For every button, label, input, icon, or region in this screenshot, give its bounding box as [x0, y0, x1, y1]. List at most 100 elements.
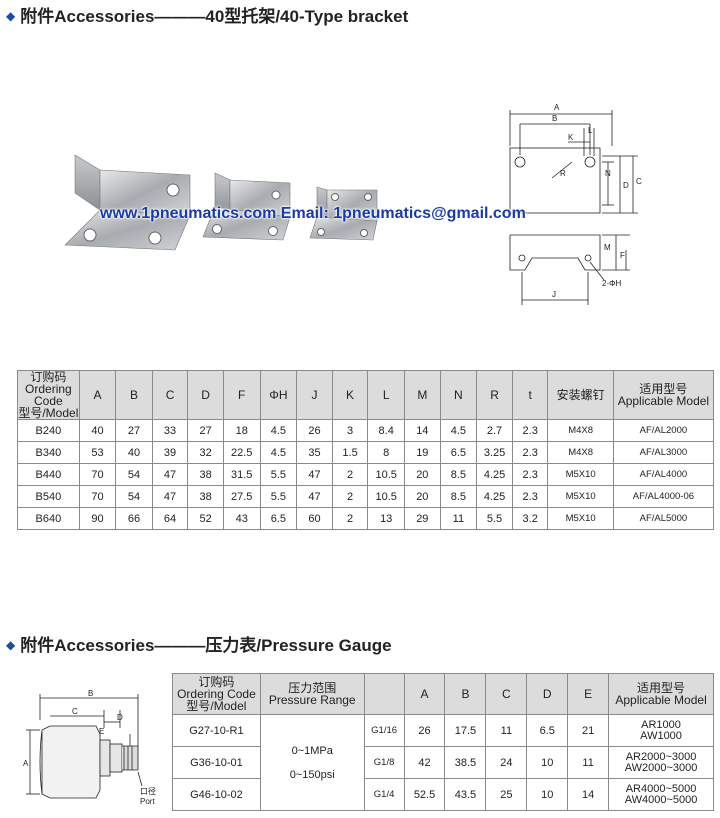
table-cell: 60	[296, 507, 333, 530]
table-cell: 43	[222, 507, 261, 530]
col-header: C	[151, 370, 189, 420]
table-cell: 4.5	[259, 419, 298, 442]
table-cell: 35	[296, 441, 333, 464]
table-cell: 13	[367, 507, 406, 530]
table-cell: 90	[78, 507, 117, 530]
table-cell: 38	[187, 485, 224, 508]
table-cell: 52	[187, 507, 224, 530]
dim-value: 38.5	[444, 746, 487, 779]
col-header: F	[222, 370, 261, 420]
table-cell: 6.5	[259, 507, 298, 530]
port-size: G1/8	[363, 746, 405, 779]
table-cell: 18	[222, 419, 261, 442]
ordering-code: B640	[17, 507, 80, 530]
table-cell: 22.5	[222, 441, 261, 464]
table-cell: 4.5	[259, 441, 298, 464]
dim-value: 42	[403, 746, 446, 779]
table-cell: 54	[115, 463, 153, 486]
col-header: 适用型号 Applicable Model	[612, 370, 715, 420]
diamond-bullet-icon: ◆	[6, 638, 16, 652]
table-cell: 26	[296, 419, 333, 442]
col-header: B	[444, 673, 487, 715]
col-header: 压力范围 Pressure Range	[259, 673, 365, 715]
ordering-code: G46-10-02	[172, 778, 261, 811]
table-cell: M4X8	[547, 441, 614, 464]
dim-value: 43.5	[444, 778, 487, 811]
table-cell: 29	[404, 507, 441, 530]
table-cell: 2	[331, 507, 369, 530]
bracket-small-photo	[309, 186, 378, 241]
table-cell: 27	[187, 419, 224, 442]
bracket-medium-photo	[202, 172, 291, 241]
table-cell: 3.2	[511, 507, 549, 530]
table-cell: AF/AL2000	[612, 419, 715, 442]
ordering-code: G27-10-R1	[172, 714, 261, 747]
dim-value: 52.5	[403, 778, 446, 811]
port-size: G1/16	[363, 714, 405, 747]
table-cell: 4.25	[476, 463, 513, 486]
table-cell: M5X10	[547, 507, 614, 530]
table-cell: 20	[404, 463, 441, 486]
table-cell: 2	[331, 485, 369, 508]
table-cell: 20	[404, 485, 441, 508]
table-cell: 8.5	[439, 485, 478, 508]
dim-value: 24	[485, 746, 528, 779]
pressure-range-mpa: 0~1MPa	[291, 744, 333, 757]
table-cell: 4.25	[476, 485, 513, 508]
watermark-contact: www.1pneumatics.com Email: 1pneumatics@g…	[100, 205, 526, 222]
dim-label-k: K	[568, 133, 574, 142]
col-header: t	[511, 370, 549, 420]
table-cell: 66	[115, 507, 153, 530]
table-cell: 5.5	[259, 485, 298, 508]
dim-label-n: N	[605, 169, 611, 178]
table-cell: 70	[78, 463, 117, 486]
table-cell: 4.5	[439, 419, 478, 442]
table-cell: 2.3	[511, 463, 549, 486]
bracket-large-photo	[64, 154, 191, 251]
gauge-dim-label-c: C	[72, 707, 78, 716]
table-cell: 39	[151, 441, 189, 464]
table-cell: 19	[404, 441, 441, 464]
gauge-dim-label-b: B	[88, 690, 93, 698]
table-cell: 1.5	[331, 441, 369, 464]
gauge-dimension-drawing: B C D E A 口径 Port	[23, 690, 156, 806]
ordering-code: G36-10-01	[172, 746, 261, 779]
dim-value: 25	[485, 778, 528, 811]
table-cell: 10.5	[367, 485, 406, 508]
col-header: B	[115, 370, 153, 420]
dim-label-m: M	[604, 243, 611, 252]
dim-label-c: C	[636, 177, 642, 186]
table-cell: 33	[151, 419, 189, 442]
dim-label-l: L	[588, 126, 593, 135]
applicable-model: AR1000 AW1000	[608, 714, 714, 747]
gauge-dim-label-a: A	[23, 759, 29, 768]
col-header: 订购码 Ordering Code 型号/Model	[17, 370, 80, 420]
bracket-spec-table: 订购码 Ordering Code 型号/Model A B C D F ΦH …	[17, 370, 715, 530]
col-header: A	[403, 673, 446, 715]
col-header: D	[526, 673, 569, 715]
table-cell: AF/AL5000	[612, 507, 715, 530]
col-header: L	[367, 370, 406, 420]
section-bracket-title: ◆附件Accessories———40型托架/40-Type bracket	[6, 7, 409, 26]
table-cell: 32	[187, 441, 224, 464]
table-row: G46-10-02 G1/4 52.5 43.5 25 10 14 AR4000…	[172, 778, 714, 811]
bracket-dimension-drawing: A B K L R N D C M F J 2-ΦH	[509, 103, 642, 305]
dim-label-b: B	[552, 114, 557, 123]
dim-value: 21	[567, 714, 610, 747]
dim-value: 10	[526, 778, 569, 811]
table-cell: 10.5	[367, 463, 406, 486]
table-cell: 27	[115, 419, 153, 442]
table-cell: 64	[151, 507, 189, 530]
col-header: 订购码 Ordering Code 型号/Model	[172, 673, 261, 715]
table-cell: 47	[296, 463, 333, 486]
table-cell: 47	[151, 485, 189, 508]
col-header: C	[485, 673, 528, 715]
table-cell: 53	[78, 441, 117, 464]
table-cell: AF/AL4000	[612, 463, 715, 486]
table-cell: 5.5	[476, 507, 513, 530]
port-size: G1/4	[363, 778, 405, 811]
table-cell: 54	[115, 485, 153, 508]
